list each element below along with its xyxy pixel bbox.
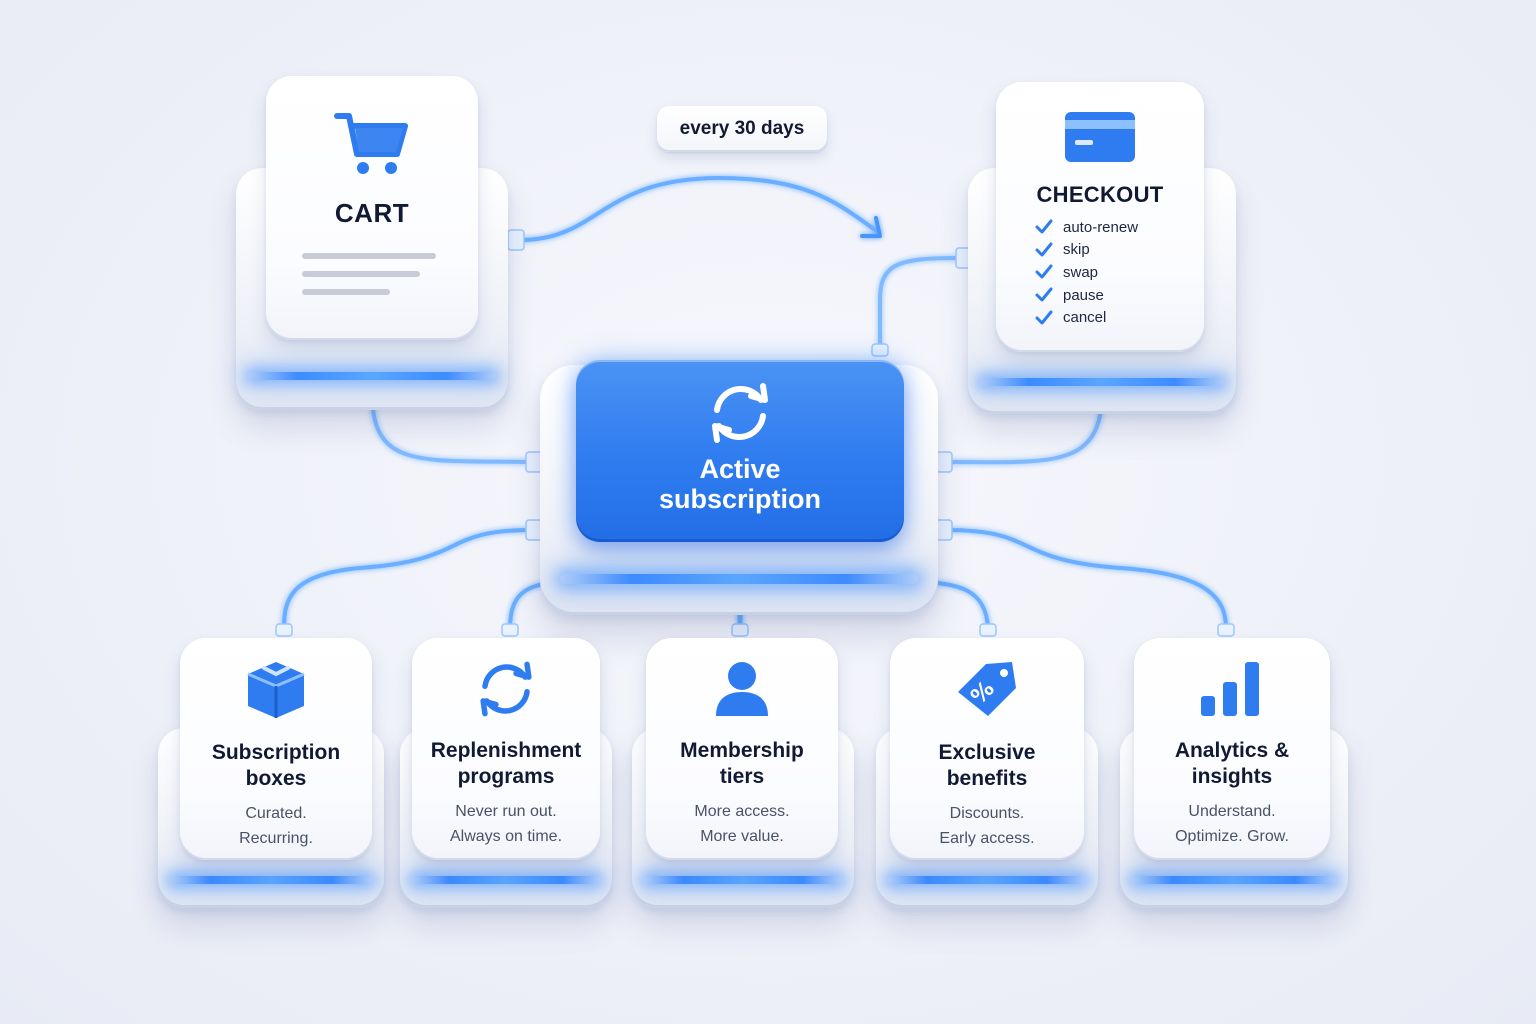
option-skip[interactable]: skip — [1035, 239, 1165, 262]
feature-subtitle-line2: More value. — [700, 827, 784, 845]
feature-subtitle-line1: More access. — [694, 803, 790, 820]
discount-tag-icon: % — [958, 662, 1016, 716]
option-label: swap — [1063, 263, 1099, 281]
bar-chart-icon — [1201, 662, 1259, 716]
hub-title-line1: Active — [699, 454, 781, 484]
feature-title-line1: Subscription — [211, 741, 341, 764]
feature-title-line2: tiers — [719, 765, 765, 788]
feature-title: Replenishment programs — [431, 738, 582, 790]
feature-title: Analytics & insights — [1175, 738, 1289, 790]
cable-hub-subscription-boxes — [282, 528, 534, 630]
refresh-icon — [480, 661, 532, 717]
feature-subtitle: Never run out. Always on time. — [450, 800, 562, 849]
credit-card-icon — [1065, 112, 1135, 162]
interval-label: every 30 days — [657, 106, 827, 152]
cart-document-lines — [302, 253, 442, 307]
option-swap[interactable]: swap — [1035, 261, 1165, 284]
checkmark-icon — [1035, 242, 1053, 257]
checkout-options: auto-renew skip swap pause cancel — [1035, 216, 1165, 329]
feature-subtitle-line1: Discounts. — [949, 805, 1025, 822]
hub-glow — [560, 574, 918, 584]
option-cancel[interactable]: cancel — [1035, 306, 1165, 329]
feature-subtitle-line2: Always on time. — [449, 827, 563, 845]
checkmark-icon — [1035, 287, 1053, 302]
feature-title-line2: insights — [1191, 765, 1273, 788]
feature-subtitle: More access. More value. — [694, 800, 789, 849]
feature-title-line2: programs — [457, 765, 555, 788]
checkout-title: CHECKOUT — [1036, 182, 1164, 207]
cart-title: CART — [334, 198, 410, 228]
feature-subtitle-line2: Recurring. — [239, 829, 313, 847]
cable-hub-checkout-side — [878, 256, 964, 354]
feature-title-line1: Exclusive — [938, 741, 1036, 764]
cable-hub-analytics — [944, 528, 1228, 630]
option-label: cancel — [1063, 309, 1107, 327]
feature-subtitle-line1: Understand. — [1188, 803, 1276, 820]
option-auto-renew[interactable]: auto-renew — [1035, 216, 1165, 239]
active-subscription-hub[interactable]: Active subscription — [576, 360, 904, 542]
feature-subtitle-line1: Never run out. — [455, 803, 557, 820]
feature-title-line2: boxes — [245, 767, 307, 790]
checkmark-icon — [1035, 310, 1053, 325]
cycle-arrow-head — [860, 216, 882, 238]
option-label: auto-renew — [1063, 218, 1139, 236]
feature-title-line1: Replenishment — [430, 739, 582, 762]
box-icon — [247, 662, 305, 718]
checkmark-icon — [1035, 219, 1053, 234]
hub-title: Active subscription — [659, 454, 821, 514]
feature-title-line1: Analytics & — [1174, 739, 1290, 762]
user-icon — [716, 662, 768, 716]
feature-subtitle-line1: Curated. — [245, 805, 307, 822]
refresh-cycle-icon — [712, 383, 768, 443]
feature-subtitle-line2: Early access. — [939, 829, 1035, 847]
feature-subtitle-line2: Optimize. Grow. — [1175, 827, 1289, 845]
option-pause[interactable]: pause — [1035, 284, 1165, 307]
feature-subtitle: Curated. Recurring. — [239, 802, 313, 851]
option-label: skip — [1063, 241, 1090, 259]
feature-title-line1: Membership — [680, 739, 804, 762]
checkmark-icon — [1035, 264, 1053, 279]
feature-title: Membership tiers — [680, 738, 804, 790]
shopping-cart-icon — [334, 113, 408, 174]
feature-subtitle: Understand. Optimize. Grow. — [1175, 800, 1289, 849]
feature-title: Subscription boxes — [212, 740, 340, 792]
hub-title-line2: subscription — [658, 484, 821, 514]
cycle-arrow-path — [518, 175, 880, 242]
option-label: pause — [1063, 286, 1104, 304]
feature-title-line2: benefits — [946, 767, 1028, 790]
feature-subtitle: Discounts. Early access. — [939, 802, 1034, 851]
feature-title: Exclusive benefits — [939, 740, 1036, 792]
